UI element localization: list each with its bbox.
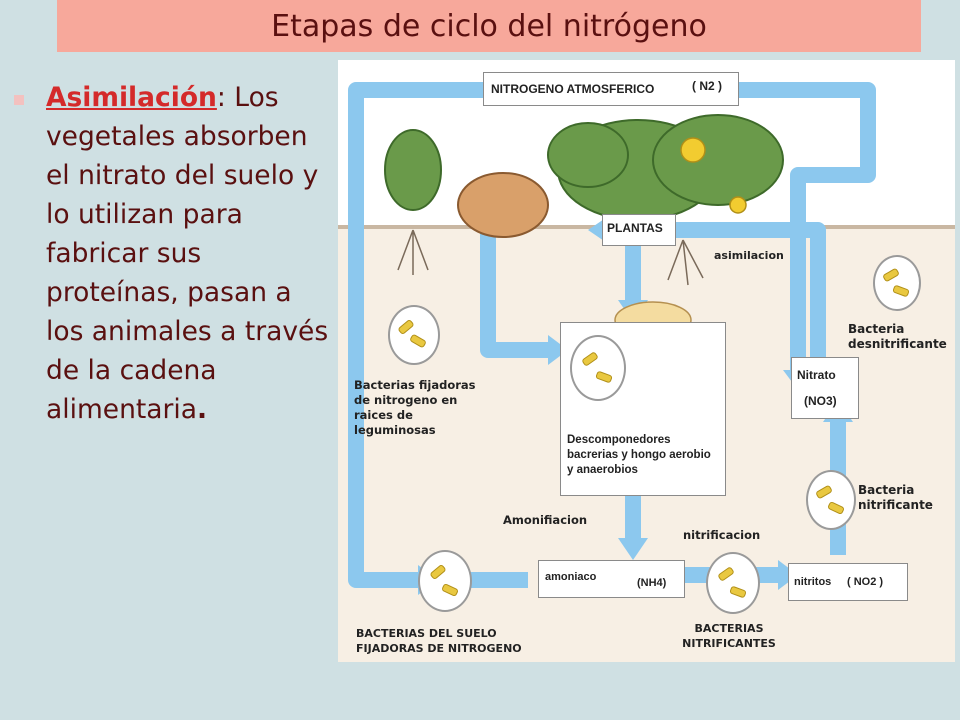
plants-label: PLANTAS xyxy=(607,221,663,235)
denitrifying-label: Bacteria desnitrificante xyxy=(848,322,947,351)
nitrite-label: nitritos xyxy=(794,576,832,588)
bullet-marker xyxy=(14,95,24,105)
nitrate-box: Nitrato (NO3) xyxy=(791,357,859,419)
nitrite-formula: ( NO2 ) xyxy=(847,576,884,588)
soil-bacteria-label: BACTERIAS DEL SUELO FIJADORAS DE NITROGE… xyxy=(356,627,522,655)
nitrate-formula: (NO3) xyxy=(804,394,837,408)
bullet-end: . xyxy=(197,394,208,425)
plants-box: PLANTAS xyxy=(602,214,676,246)
nitrification-label: nitrificacion xyxy=(683,528,761,542)
bullet-block: Asimilación: Los vegetales absorben el n… xyxy=(14,78,334,429)
decomposer-bacteria xyxy=(570,335,626,401)
nitrogen-cycle-diagram: NITROGENO ATMOSFERICO ( N2 ) PLANTAS asi… xyxy=(338,60,955,662)
arrow-left-inner xyxy=(480,180,548,358)
ammonification-label: Amonifiacion xyxy=(503,513,588,527)
plant-leaves xyxy=(384,114,784,221)
nitrifying-bacteria-bottom xyxy=(706,552,760,614)
nitrifying-top-label: Bacteria nitrificante xyxy=(858,483,933,512)
assimilation-label: asimilacion xyxy=(714,249,784,262)
nitrite-box: nitritos ( NO2 ) xyxy=(788,563,908,601)
nitrifying-bottom-label: BACTERIAS NITRIFICANTES xyxy=(682,622,776,650)
soil-bacteria xyxy=(418,550,472,612)
bullet-colon: : xyxy=(216,82,226,113)
ammonia-formula: (NH4) xyxy=(637,577,667,589)
bullet-text: Asimilación: Los vegetales absorben el n… xyxy=(46,78,334,429)
animal xyxy=(457,172,549,238)
nitrifying-bacteria-top xyxy=(806,470,856,530)
arrow-atmosphere-right xyxy=(718,82,876,370)
atmosphere-label: NITROGENO ATMOSFERICO xyxy=(491,82,655,96)
atmosphere-box: NITROGENO ATMOSFERICO ( N2 ) xyxy=(483,72,739,106)
arrow-nitrate-plants xyxy=(608,222,826,360)
slide-title: Etapas de ciclo del nitrógeno xyxy=(271,8,707,44)
fixing-bacteria xyxy=(388,305,440,365)
ammonia-box: amoniaco (NH4) xyxy=(538,560,685,598)
nitrate-label: Nitrato xyxy=(797,368,836,382)
atmosphere-formula: ( N2 ) xyxy=(692,79,722,93)
bullet-term: Asimilación xyxy=(46,82,217,113)
bullet-body: Los vegetales absorben el nitrato del su… xyxy=(46,82,329,425)
arrow-atmosphere-left xyxy=(348,82,488,588)
decomposers-label: Descomponedores bacrerias y hongo aerobi… xyxy=(567,434,711,476)
fixing-legumes-label: Bacterias fijadoras de nitrogeno en raic… xyxy=(354,378,476,437)
title-bar: Etapas de ciclo del nitrógeno xyxy=(57,0,921,52)
ammonia-label: amoniaco xyxy=(545,571,597,583)
denitrifying-bacteria xyxy=(873,255,921,311)
